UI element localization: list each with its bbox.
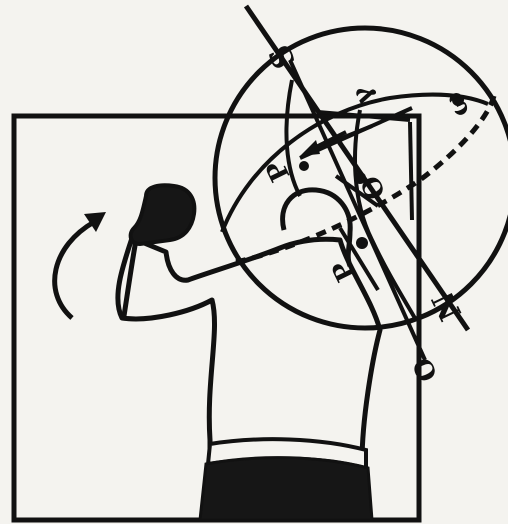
boxing-glove-icon [131, 185, 195, 244]
inner-line-e [410, 122, 412, 220]
label-p-upper: P [261, 155, 297, 186]
boxer-trunks [200, 458, 372, 520]
rotation-arc [55, 222, 94, 318]
label-gamma: γ [345, 81, 380, 110]
label-omega: ω [438, 87, 476, 122]
point-p-upper [299, 161, 309, 171]
inner-arrow-head-icon [300, 140, 320, 156]
point-p-lower [356, 237, 368, 249]
label-bottom-o: O [407, 353, 444, 387]
